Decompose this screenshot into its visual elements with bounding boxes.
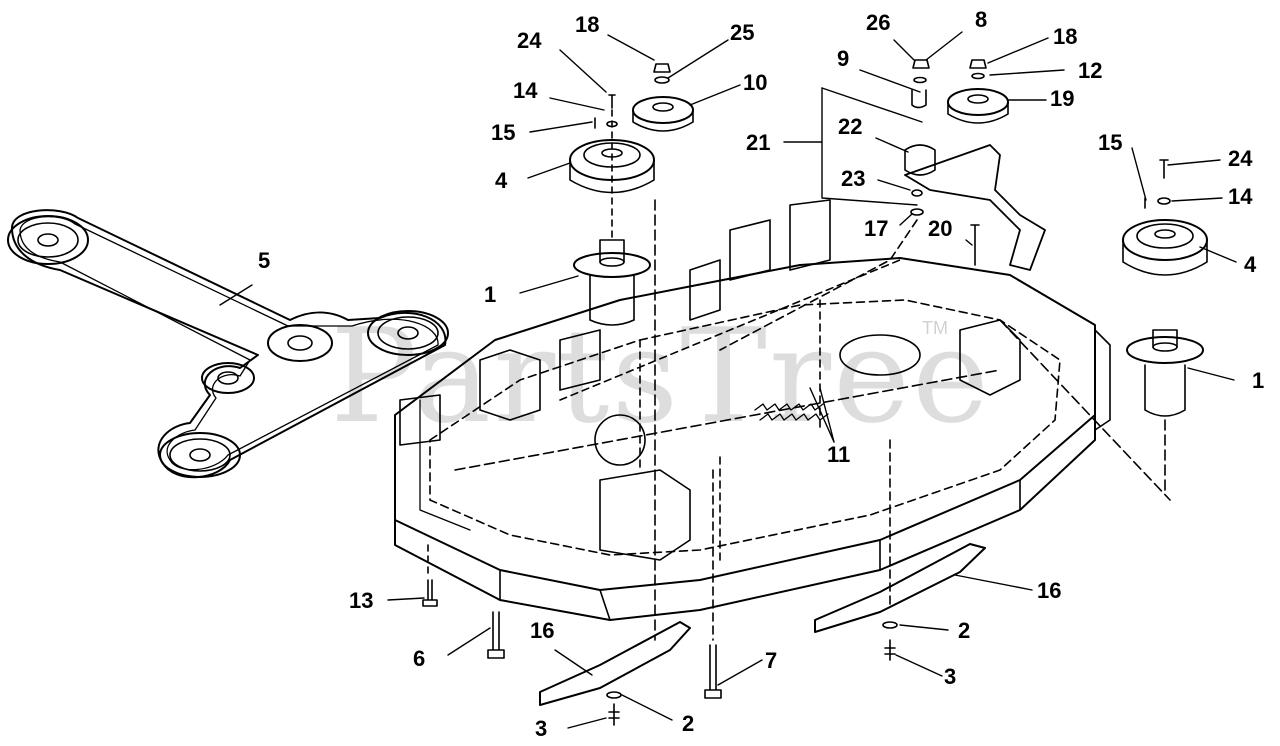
left-spindle <box>573 199 656 641</box>
callout-label: 8 <box>975 7 988 32</box>
callout-label: 6 <box>413 646 426 671</box>
callout-label: 24 <box>1228 146 1253 171</box>
callout-label: 11 <box>827 442 851 467</box>
right-spindle <box>1126 329 1204 496</box>
bolts <box>422 469 722 699</box>
callout-label: 4 <box>1244 252 1257 277</box>
callout-label: 24 <box>517 28 542 53</box>
callout-label: 3 <box>944 664 957 689</box>
callout-label: 18 <box>1053 24 1078 49</box>
callout-label: 26 <box>866 10 891 35</box>
right-spindle-pulley <box>1122 219 1208 276</box>
callout-label: 14 <box>513 78 538 103</box>
callout-label: 23 <box>841 166 866 191</box>
watermark-trademark: TM <box>922 318 948 338</box>
callout-label: 15 <box>1098 130 1123 155</box>
belt-assembly <box>7 209 449 479</box>
callout-label: 21 <box>746 130 771 155</box>
callout-label: 14 <box>1228 184 1253 209</box>
callout-label: 25 <box>730 20 755 45</box>
right-blade <box>814 439 986 661</box>
watermark: PartsTree <box>330 300 991 452</box>
callout-label: 18 <box>575 12 600 37</box>
deck-housing <box>394 199 1171 621</box>
left-spindle-pulley <box>569 109 655 241</box>
callout-label: 19 <box>1050 86 1075 111</box>
leader-lines <box>219 31 1237 729</box>
callout-label: 20 <box>928 216 953 241</box>
callout-label: 9 <box>837 46 850 71</box>
callout-label: 16 <box>530 618 555 643</box>
callout-label: 10 <box>743 70 768 95</box>
left-blade <box>539 621 691 726</box>
callout-label: 13 <box>349 588 374 613</box>
callout-label: 2 <box>958 618 971 643</box>
callout-label: 16 <box>1037 578 1062 603</box>
right-pulley-hardware <box>1144 159 1171 209</box>
callout-label: 1 <box>484 282 497 307</box>
callout-label: 17 <box>864 216 889 241</box>
callout-label: 15 <box>491 120 516 145</box>
callout-label: 5 <box>258 248 271 273</box>
callout-label: 4 <box>495 168 508 193</box>
callout-label: 3 <box>535 716 548 741</box>
callout-label: 12 <box>1078 58 1103 83</box>
callout-label: 1 <box>1252 368 1265 393</box>
idler-pulley-10 <box>594 63 694 132</box>
callout-label: 22 <box>838 114 863 139</box>
callout-label: 2 <box>682 711 695 736</box>
idler-arm-assembly <box>719 59 1046 351</box>
callout-label: 7 <box>765 648 778 673</box>
